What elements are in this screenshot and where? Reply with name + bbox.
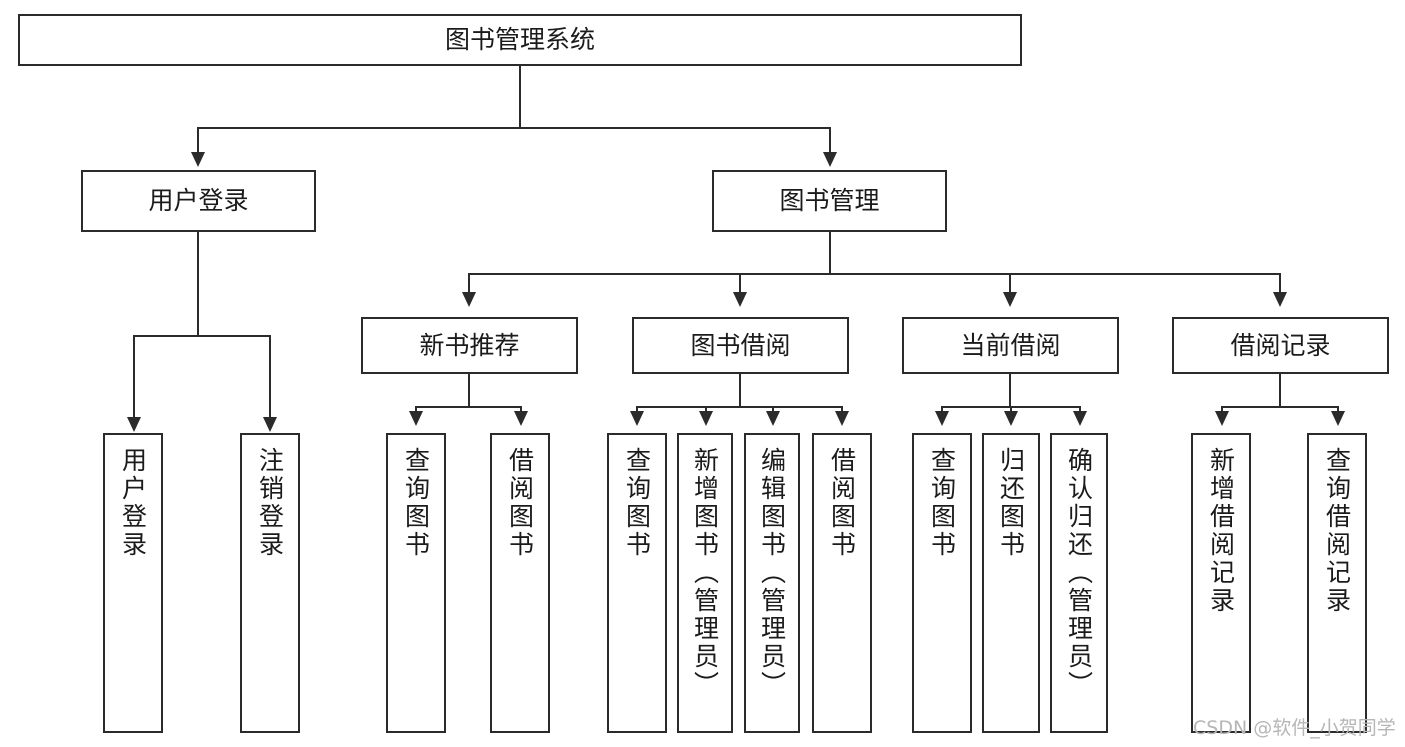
arrow-book-mgmt-child-2 (733, 292, 747, 307)
leaf-current-borrow-query[interactable]: 查询图书 (912, 433, 972, 733)
edge-book-borrow-bus (636, 406, 843, 408)
node-label: 查询借阅记录 (1322, 447, 1352, 615)
edge-new-book-bus (415, 406, 522, 408)
edge-book-mgmt-stem (829, 232, 831, 274)
node-label: 编辑图书（管理员） (757, 447, 787, 699)
arrow-borrow-record-leaf-2 (1331, 411, 1345, 426)
leaf-current-borrow-return[interactable]: 归还图书 (982, 433, 1040, 733)
edge-new-book-stem (468, 374, 470, 407)
leaf-user-login-login[interactable]: 用户登录 (103, 433, 163, 733)
node-label: 图书管理 (779, 186, 880, 215)
edge-root-bus (197, 127, 831, 129)
edge-user-login-drop-2 (269, 335, 271, 420)
arrow-book-borrow-leaf-2 (699, 411, 713, 426)
node-label: 确认归还（管理员） (1064, 447, 1094, 699)
edge-root-stem (519, 66, 521, 128)
edge-borrow-record-bus (1221, 406, 1338, 408)
leaf-current-borrow-confirm[interactable]: 确认归还（管理员） (1050, 433, 1108, 733)
arrow-current-borrow-leaf-1 (935, 411, 949, 426)
edge-root-to-book-mgmt (829, 127, 831, 155)
node-label: 归还图书 (996, 447, 1026, 559)
edge-user-login-stem (197, 232, 199, 336)
node-label: 查询图书 (622, 447, 652, 559)
node-label: 当前借阅 (960, 330, 1061, 360)
arrow-new-book-leaf-2 (514, 411, 528, 426)
node-label: 新增借阅记录 (1206, 447, 1236, 615)
arrow-user-login-leaf-2 (263, 417, 277, 432)
node-current-borrow[interactable]: 当前借阅 (902, 317, 1119, 374)
node-label: 查询图书 (401, 447, 431, 559)
arrow-new-book-leaf-1 (409, 411, 423, 426)
leaf-book-borrow-edit[interactable]: 编辑图书（管理员） (744, 433, 800, 733)
arrow-book-mgmt-child-4 (1273, 292, 1287, 307)
edge-user-login-drop-1 (133, 335, 135, 420)
node-label: 图书管理系统 (444, 25, 595, 54)
leaf-borrow-record-query[interactable]: 查询借阅记录 (1307, 433, 1367, 733)
edge-current-borrow-stem (1009, 374, 1011, 407)
leaf-new-book-borrow[interactable]: 借阅图书 (490, 433, 550, 733)
node-label: 借阅图书 (827, 447, 857, 559)
leaf-user-login-logout[interactable]: 注销登录 (240, 433, 300, 733)
arrow-book-borrow-leaf-4 (835, 411, 849, 426)
leaf-book-borrow-query[interactable]: 查询图书 (607, 433, 667, 733)
arrow-book-borrow-leaf-1 (630, 411, 644, 426)
edge-book-borrow-stem (739, 374, 741, 407)
node-label: 查询图书 (927, 447, 957, 559)
watermark-text: CSDN @软件_小贺同学 (1193, 717, 1396, 739)
arrow-root-to-book-mgmt (823, 152, 837, 167)
node-label: 借阅记录 (1230, 330, 1331, 360)
node-new-book-recommend[interactable]: 新书推荐 (361, 317, 578, 374)
leaf-new-book-query[interactable]: 查询图书 (386, 433, 446, 733)
node-book-borrow[interactable]: 图书借阅 (632, 317, 849, 374)
edge-root-to-user-login (197, 127, 199, 155)
leaf-borrow-record-add[interactable]: 新增借阅记录 (1191, 433, 1251, 733)
arrow-root-to-user-login (191, 152, 205, 167)
node-label: 图书借阅 (690, 330, 791, 360)
node-label: 用户登录 (148, 186, 249, 215)
edge-book-mgmt-drop-4 (1279, 273, 1281, 295)
node-label: 注销登录 (255, 447, 285, 559)
node-label: 新增图书（管理员） (690, 447, 720, 699)
edge-book-mgmt-bus (468, 273, 1279, 275)
arrow-book-mgmt-child-3 (1003, 292, 1017, 307)
edge-book-mgmt-drop-2 (739, 273, 741, 295)
edge-user-login-bus (133, 335, 269, 337)
node-borrow-record[interactable]: 借阅记录 (1172, 317, 1389, 374)
arrow-user-login-leaf-1 (127, 417, 141, 432)
node-user-login[interactable]: 用户登录 (81, 170, 316, 232)
arrow-borrow-record-leaf-1 (1215, 411, 1229, 426)
arrow-current-borrow-leaf-2 (1004, 411, 1018, 426)
node-label: 用户登录 (118, 447, 148, 559)
edge-book-mgmt-drop-3 (1009, 273, 1011, 295)
arrow-book-borrow-leaf-3 (766, 411, 780, 426)
leaf-book-borrow-add[interactable]: 新增图书（管理员） (677, 433, 733, 733)
arrow-current-borrow-leaf-3 (1073, 411, 1087, 426)
edge-book-mgmt-drop-1 (468, 273, 470, 295)
arrow-book-mgmt-child-1 (462, 292, 476, 307)
leaf-book-borrow-borrow[interactable]: 借阅图书 (812, 433, 872, 733)
node-book-management[interactable]: 图书管理 (712, 170, 947, 232)
node-label: 新书推荐 (419, 330, 520, 360)
node-root-system[interactable]: 图书管理系统 (18, 14, 1022, 66)
edge-borrow-record-stem (1279, 374, 1281, 407)
node-label: 借阅图书 (505, 447, 535, 559)
